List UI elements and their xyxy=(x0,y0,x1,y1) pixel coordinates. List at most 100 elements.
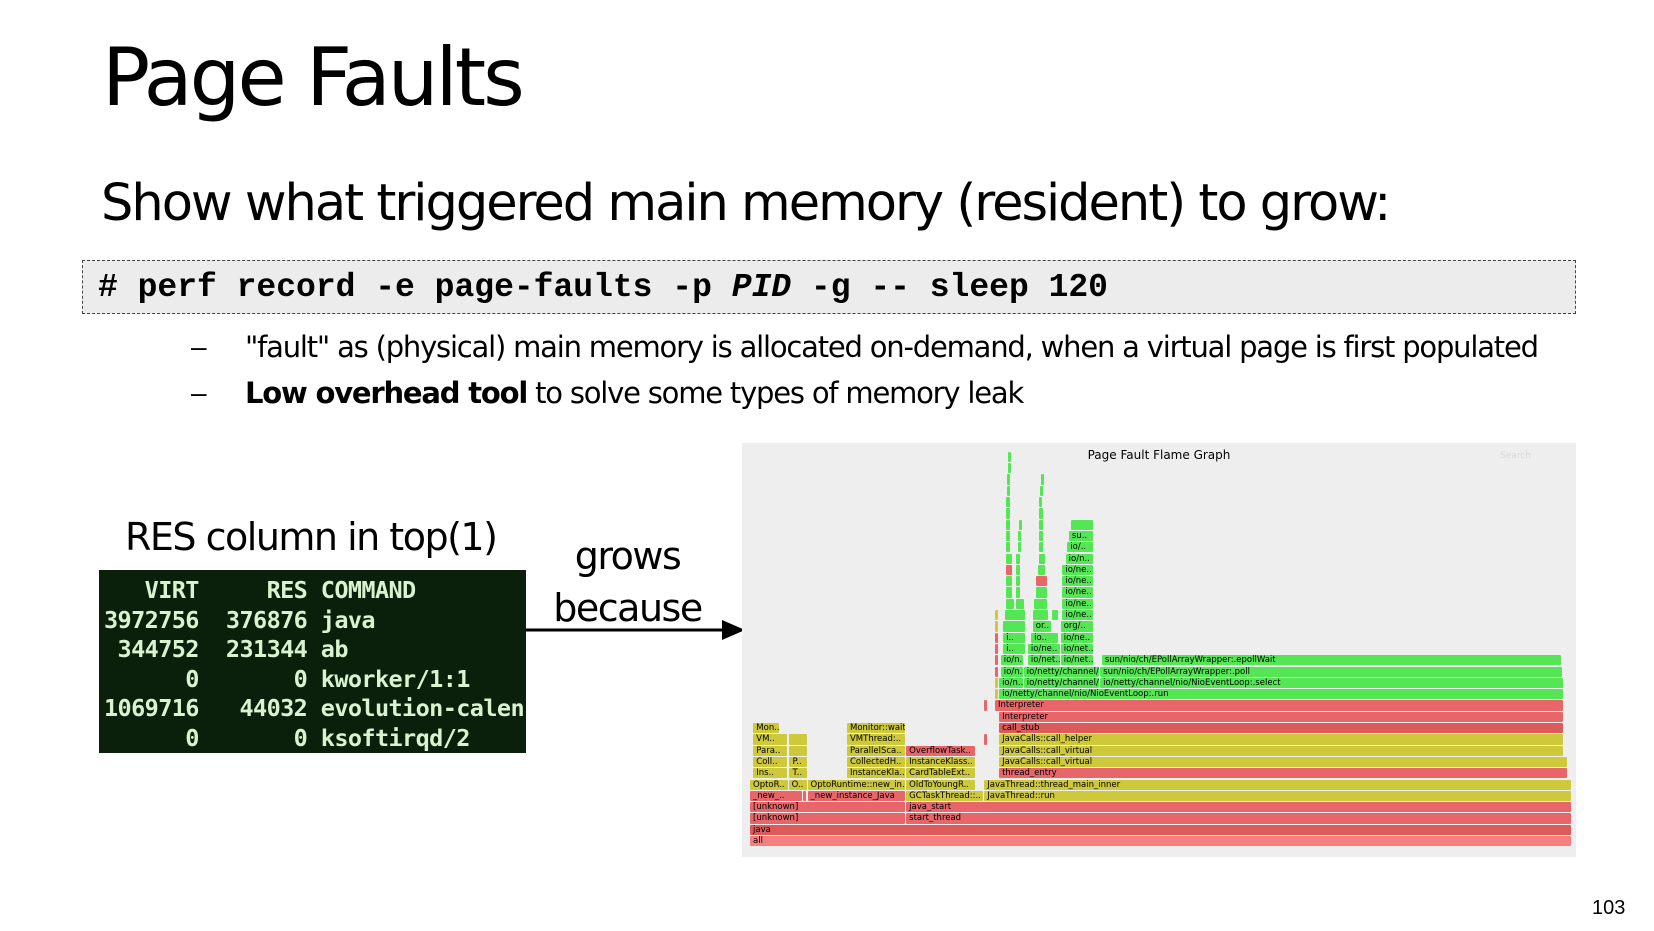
flame-frame[interactable]: start_thread xyxy=(906,813,1571,824)
flame-frame[interactable] xyxy=(1006,530,1011,542)
flame-frame[interactable]: all xyxy=(750,836,1571,847)
flame-frame[interactable] xyxy=(1052,610,1059,621)
flame-frame[interactable] xyxy=(994,621,998,632)
flame-frame[interactable] xyxy=(1039,542,1044,553)
flame-frame[interactable]: io/net.. xyxy=(1027,655,1060,666)
flame-frame[interactable]: JavaCalls::call_virtual xyxy=(999,756,1567,768)
flame-frame[interactable]: i.. xyxy=(1003,643,1026,655)
flame-frame[interactable] xyxy=(1006,508,1011,519)
flame-frame[interactable]: OverflowTask.. xyxy=(906,745,976,756)
flame-frame[interactable] xyxy=(1006,598,1014,609)
flame-frame[interactable]: InstanceKla.. xyxy=(846,768,906,779)
flame-frame[interactable]: io/ne.. xyxy=(1027,643,1060,655)
flame-frame[interactable]: [unknown] xyxy=(750,813,906,824)
flame-frame[interactable] xyxy=(1034,598,1047,609)
flame-frame[interactable]: P.. xyxy=(789,756,807,768)
flame-frame[interactable]: Interpreter xyxy=(994,700,1563,711)
flame-frame[interactable]: io/ne.. xyxy=(1062,598,1093,609)
flame-frame[interactable] xyxy=(1007,485,1011,496)
flame-frame[interactable]: call_stub xyxy=(999,723,1563,734)
flame-frame[interactable] xyxy=(1006,564,1013,576)
flame-frame[interactable]: VMThread:.. xyxy=(846,734,906,745)
flame-frame[interactable] xyxy=(1016,576,1021,587)
flame-frame[interactable]: JavaCalls::call_helper xyxy=(999,734,1563,745)
flame-frame[interactable]: ParallelSca.. xyxy=(846,745,906,756)
flame-frame[interactable] xyxy=(994,632,998,643)
flame-frame[interactable] xyxy=(1036,587,1047,598)
flame-frame[interactable]: io/netty/channel/.. xyxy=(1023,677,1100,689)
flame-frame[interactable] xyxy=(994,689,998,700)
flame-frame[interactable]: _.. xyxy=(803,790,807,802)
flame-frame[interactable]: sun/nio/ch/EPollArrayWrapper:.poll xyxy=(1100,666,1562,677)
flame-frame[interactable] xyxy=(1006,587,1013,598)
flame-frame[interactable] xyxy=(994,677,998,689)
flame-frame[interactable]: _new_instance_Java xyxy=(807,790,906,802)
flame-frame[interactable]: Monitor::wait xyxy=(846,723,906,734)
flame-frame[interactable]: sun/nio/ch/EPollArrayWrapper:.epollWait xyxy=(1101,655,1562,666)
flame-frame[interactable]: or.. xyxy=(1032,621,1052,632)
flame-frame[interactable] xyxy=(1017,542,1021,553)
flame-frame[interactable] xyxy=(1032,610,1049,621)
flame-frame[interactable] xyxy=(1039,530,1044,542)
flame-frame[interactable]: Para.. xyxy=(753,745,787,756)
flame-frame[interactable]: OldToYoungR.. xyxy=(906,779,976,790)
flame-frame[interactable] xyxy=(1016,553,1021,564)
flame-frame[interactable]: io.. xyxy=(1031,632,1059,643)
flame-frame[interactable]: io/ne.. xyxy=(1060,632,1093,643)
flame-frame[interactable]: java_start xyxy=(906,802,1571,813)
flame-frame[interactable] xyxy=(1018,519,1022,530)
flame-frame[interactable]: JavaThread::thread_main_inner xyxy=(984,779,1571,790)
flame-frame[interactable]: [unknown] xyxy=(750,802,906,813)
flame-frame[interactable] xyxy=(994,610,998,621)
flame-frame[interactable]: io/ne.. xyxy=(1062,564,1093,576)
flame-frame[interactable]: su.. xyxy=(1068,530,1093,542)
flame-frame[interactable] xyxy=(1007,474,1011,485)
flame-frame[interactable] xyxy=(1039,519,1044,530)
flame-frame[interactable] xyxy=(1016,598,1024,609)
flame-frame[interactable] xyxy=(1070,519,1093,530)
flame-frame[interactable]: VM.. xyxy=(753,734,787,745)
flame-frame[interactable]: io/net.. xyxy=(1060,655,1093,666)
flame-frame[interactable]: io/.. xyxy=(1067,542,1093,553)
flame-frame[interactable]: CollectedH.. xyxy=(846,756,906,768)
flame-frame[interactable]: OptoRuntime::new_in.. xyxy=(807,779,906,790)
flame-frame[interactable]: thread_entry xyxy=(999,768,1567,779)
flame-frame[interactable] xyxy=(1037,564,1045,576)
flame-frame[interactable]: _new_.. xyxy=(750,790,803,802)
flame-frame[interactable] xyxy=(1016,587,1021,598)
flame-frame[interactable] xyxy=(1008,451,1012,463)
flame-frame[interactable] xyxy=(789,734,807,745)
flame-frame[interactable] xyxy=(1006,519,1011,530)
flame-frame[interactable] xyxy=(1004,610,1026,621)
flame-frame[interactable] xyxy=(994,666,998,677)
flame-frame[interactable] xyxy=(1003,621,1026,632)
flame-frame[interactable]: InstanceKlass.. xyxy=(906,756,976,768)
flame-frame[interactable] xyxy=(1039,508,1044,519)
flame-frame[interactable]: io/netty/channel/nio/NioEventLoop:.run xyxy=(999,689,1563,700)
flame-frame[interactable]: org/.. xyxy=(1060,621,1093,632)
flame-frame[interactable]: GCTaskThread::.. xyxy=(906,790,984,802)
flame-frame[interactable] xyxy=(1006,497,1011,508)
flame-frame[interactable]: io/netty/channel/.. xyxy=(1023,666,1100,677)
flame-frame[interactable] xyxy=(1006,553,1013,564)
flame-frame[interactable]: io/n.. xyxy=(1000,655,1023,666)
flame-frame[interactable]: CardTableExt.. xyxy=(906,768,976,779)
flame-frame[interactable] xyxy=(1016,564,1021,576)
flame-frame[interactable]: java xyxy=(750,824,1571,835)
flame-frame[interactable]: io/ne.. xyxy=(1062,576,1093,587)
flame-frame[interactable]: Interpreter xyxy=(999,711,1563,722)
flame-frame[interactable]: io/netty/channel/nio/NioEventLoop:.selec… xyxy=(1100,677,1563,689)
flame-frame[interactable]: io/n.. xyxy=(1065,553,1093,564)
flame-frame[interactable] xyxy=(1039,497,1043,508)
flame-frame[interactable] xyxy=(994,655,998,666)
flame-frame[interactable] xyxy=(1017,530,1021,542)
flame-frame[interactable] xyxy=(984,734,988,745)
flame-frame[interactable] xyxy=(994,643,998,655)
flame-frame[interactable]: O.. xyxy=(788,779,807,790)
flame-frame[interactable]: io/ne.. xyxy=(1062,610,1093,621)
flame-frame[interactable] xyxy=(1040,474,1044,485)
flame-frame[interactable] xyxy=(1006,542,1011,553)
flame-frame[interactable] xyxy=(1036,576,1047,587)
flame-frame[interactable]: Mon.. xyxy=(753,723,779,734)
flame-frame[interactable]: Coll.. xyxy=(753,756,787,768)
